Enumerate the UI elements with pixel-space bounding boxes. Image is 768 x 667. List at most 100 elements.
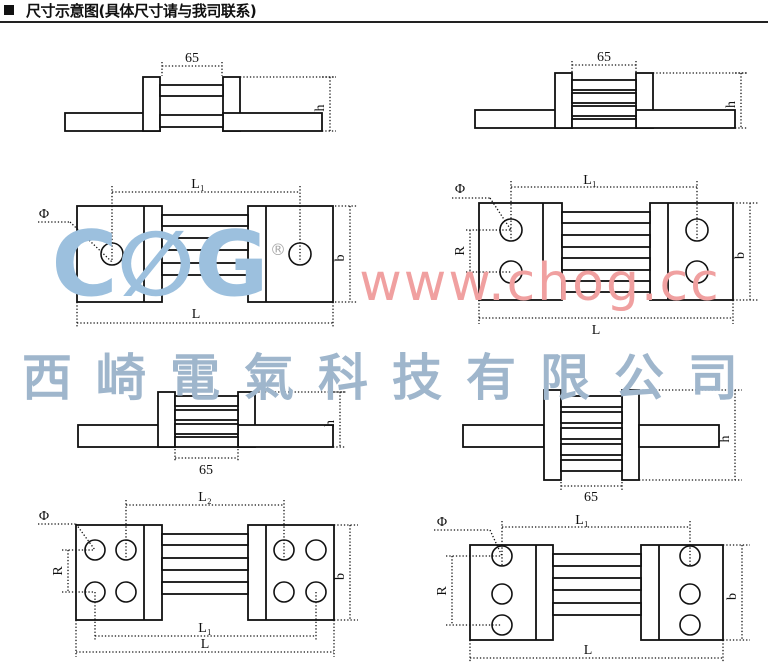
shunt-bar	[161, 581, 249, 595]
shunt-bar	[552, 602, 642, 616]
mounting-hole	[491, 583, 513, 605]
phi-label: Φ	[437, 515, 447, 530]
shunt-bar	[174, 409, 239, 421]
header-divider	[0, 21, 768, 23]
h-label: h	[313, 105, 328, 112]
h-label: h	[323, 420, 338, 427]
shunt-bar	[560, 411, 623, 424]
b-label: b	[333, 255, 348, 262]
block	[76, 205, 163, 303]
side-view-4: 65 h	[462, 389, 742, 505]
side-view-3: 65 h	[77, 391, 346, 478]
dimension-line	[75, 523, 96, 551]
shunt-bar	[561, 280, 651, 293]
mounting-hole	[491, 614, 513, 636]
mounting-hole	[679, 545, 701, 567]
block	[635, 109, 736, 129]
block	[247, 524, 335, 621]
R-label: R	[435, 586, 450, 596]
L1-label: L₁	[198, 621, 211, 636]
L-label: L	[201, 637, 210, 652]
side-view-2: 65 h	[474, 50, 748, 129]
block	[640, 544, 724, 641]
shunt-bar	[561, 257, 651, 271]
L2-label: L₂	[198, 490, 212, 505]
shunt-bar	[560, 427, 623, 440]
block	[638, 424, 720, 448]
shunt-bar	[161, 214, 249, 227]
top-view-4: L₁ Lb R Φ	[434, 513, 750, 663]
shunt-bar	[161, 262, 249, 276]
shunt-bar	[560, 443, 623, 456]
mounting-hole	[685, 260, 709, 284]
h-label: h	[724, 101, 739, 108]
shunt-bar	[571, 92, 637, 104]
mounting-hole	[305, 539, 327, 561]
dimension-line	[489, 529, 503, 557]
shunt-bar	[174, 436, 239, 448]
mounting-hole	[679, 583, 701, 605]
L1-label: L₁	[575, 513, 588, 528]
shunt-bar	[161, 557, 249, 571]
b-label: b	[725, 593, 740, 600]
side-view-1: 65 h	[64, 51, 336, 132]
mounting-hole	[491, 545, 513, 567]
shunt-bar	[159, 114, 224, 128]
section-title: 尺寸示意图(具体尺寸请与我司联系)	[26, 1, 257, 20]
mounting-hole	[685, 218, 709, 242]
R-label: R	[453, 246, 468, 256]
shunt-bar	[571, 105, 637, 117]
block	[554, 72, 573, 129]
block	[142, 76, 161, 132]
shunt-bar	[552, 553, 642, 567]
65-label: 65	[185, 51, 199, 66]
shunt-bar	[174, 395, 239, 407]
L-label: L	[584, 643, 593, 658]
shunt-bar	[552, 577, 642, 591]
block	[75, 524, 163, 621]
bullet-square-icon	[4, 5, 14, 15]
shunt-bar	[174, 423, 239, 435]
watermark-url: www.chog.cc	[359, 253, 720, 313]
block	[237, 424, 334, 448]
watermark-company: 西崎電氣科技有限公司	[22, 348, 762, 407]
top-view-1: L₁ Lb Φ	[38, 177, 358, 328]
phi-label: Φ	[455, 182, 465, 197]
block	[247, 205, 334, 303]
L1-label: L₁	[583, 173, 596, 188]
phi-label: Φ	[39, 207, 49, 222]
mounting-hole	[115, 581, 137, 603]
shunt-bar	[561, 234, 651, 248]
mounting-hole	[84, 539, 106, 561]
mounting-hole	[679, 614, 701, 636]
65-label: 65	[199, 463, 213, 478]
L-label: L	[192, 307, 201, 322]
shunt-bar	[571, 79, 637, 91]
section-header: 尺寸示意图(具体尺寸请与我司联系)	[4, 0, 257, 20]
b-label: b	[333, 573, 348, 580]
shunt-bar	[560, 459, 623, 472]
shunt-bar	[159, 84, 224, 97]
L1-label: L₁	[191, 177, 204, 192]
watermark: C∅G® www.chog.cc 西崎電氣科技有限公司	[22, 212, 762, 407]
R-label: R	[51, 566, 66, 576]
mounting-hole	[273, 581, 295, 603]
top-view-2: L₁ Lb R Φ	[452, 173, 758, 338]
watermark-logo-c: C∅G	[51, 212, 268, 317]
65-label: 65	[584, 490, 598, 505]
b-label: b	[733, 252, 748, 259]
65-label: 65	[597, 50, 611, 65]
shunt-bar	[561, 211, 651, 224]
registered-mark: ®	[270, 240, 286, 259]
block	[222, 112, 323, 132]
shunt-bar	[560, 395, 623, 408]
shunt-bar	[161, 237, 249, 251]
L-label: L	[592, 323, 601, 338]
block	[462, 424, 545, 448]
block	[649, 202, 734, 301]
shunt-bar	[571, 118, 637, 129]
h-label: h	[718, 436, 733, 443]
shunt-bar	[161, 533, 249, 546]
